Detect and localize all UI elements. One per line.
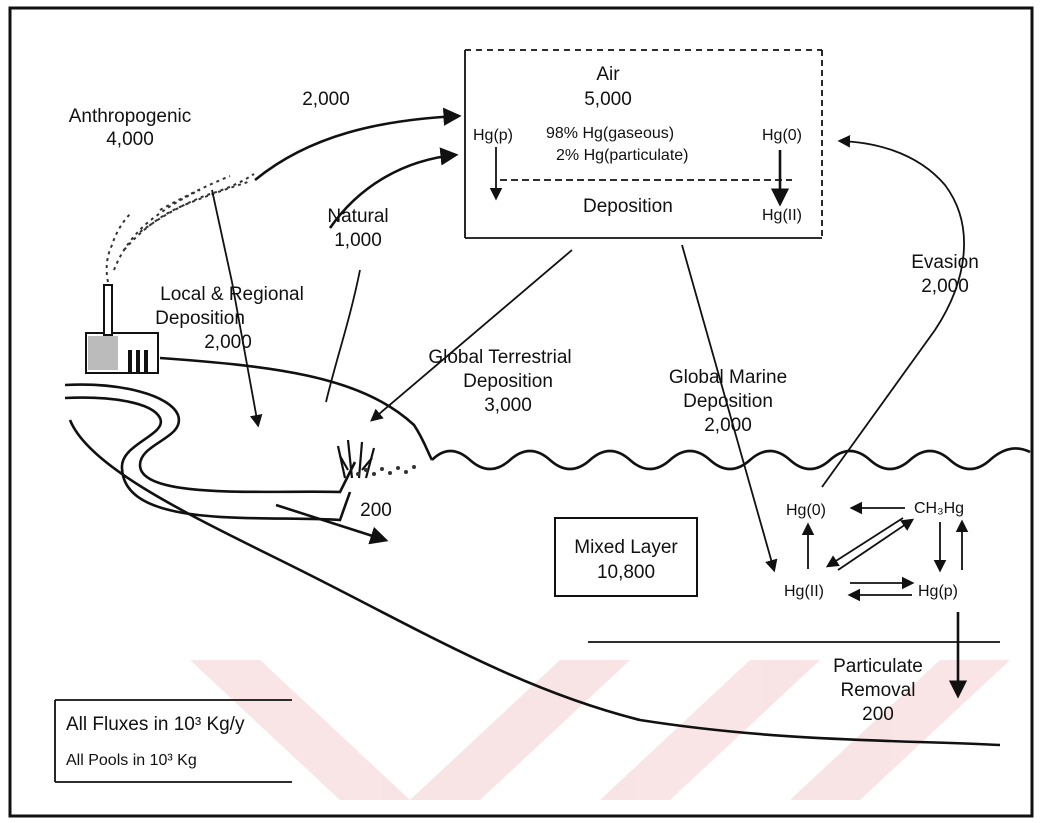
particulate-removal-value: 200 [862,704,894,725]
global-terrestrial-deposition-arrow [372,250,572,420]
air-hg0: Hg(0) [762,127,802,144]
units-pools: All Pools in 10³ Kg [66,752,197,769]
natural-label: Natural [327,206,388,227]
particulate-removal-line2: Removal [841,680,916,701]
ocean-surface [432,448,1030,469]
wetland-plant-icon [338,440,374,478]
units-fluxes: All Fluxes in 10³ Kg/y [66,714,245,735]
local-regional-value: 2,000 [204,332,252,353]
air-hg2: Hg(II) [762,207,802,224]
global-marine-value: 2,000 [704,415,752,436]
air-gaseous: 98% Hg(gaseous) [546,125,674,142]
ocean-ch3hg: CH₃Hg [914,500,964,517]
anthropogenic-label: Anthropogenic [69,106,192,127]
smoke-plume [107,174,254,282]
air-particulate: 2% Hg(particulate) [556,147,689,164]
natural-source-line [326,270,360,402]
ocean-hgp: Hg(p) [918,583,958,600]
river-flux-value: 200 [360,500,392,521]
anthropogenic-to-air-arrow [255,116,458,180]
factory-icon [86,285,158,373]
anthropogenic-flux-value: 2,000 [302,89,350,110]
mixed-layer-value: 10,800 [597,562,655,583]
air-hg-p: Hg(p) [473,127,513,144]
anthropogenic-value: 4,000 [106,129,154,150]
air-deposition: Deposition [583,196,673,217]
evasion-label: Evasion [911,252,979,273]
mixed-layer-label: Mixed Layer [574,537,678,558]
global-terrestrial-line1: Global Terrestrial [428,347,571,368]
global-terrestrial-line2: Deposition [463,371,553,392]
global-marine-line2: Deposition [683,391,773,412]
global-marine-line1: Global Marine [669,367,787,388]
evasion-value: 2,000 [921,276,969,297]
ocean-cycle-arrows [808,508,962,595]
ocean-hg0: Hg(0) [786,502,826,519]
global-terrestrial-value: 3,000 [484,395,532,416]
ocean-hg2: Hg(II) [784,583,824,600]
local-regional-line2: Deposition [155,308,245,329]
air-title: Air [596,64,620,85]
land-outline [160,358,432,460]
air-value: 5,000 [584,89,632,110]
natural-value: 1,000 [334,230,382,251]
particulate-removal-line1: Particulate [833,656,923,677]
evasion-arrow [822,141,964,487]
local-regional-line1: Local & Regional [160,284,304,305]
